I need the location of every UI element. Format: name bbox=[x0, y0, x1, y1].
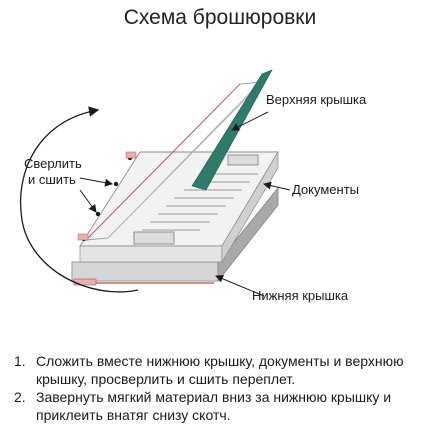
leader-top-cover bbox=[231, 111, 269, 131]
leader-documents bbox=[263, 181, 291, 191]
leader-drill-2 bbox=[79, 189, 97, 213]
step-item: 2. Завернуть мягкий материал вниз за ниж… bbox=[14, 388, 434, 424]
label-drill-line1: Сверлить bbox=[24, 156, 82, 171]
step-number: 1. bbox=[14, 353, 26, 369]
step-number: 2. bbox=[14, 389, 26, 405]
steps-list: 1. Сложить вместе нижнюю крышку, докумен… bbox=[14, 352, 434, 424]
step-text: Сложить вместе нижнюю крышку, документы … bbox=[36, 353, 404, 387]
binding-diagram: Верхняя крышка Документы Нижняя крышка С… bbox=[20, 69, 367, 303]
fold-arrow bbox=[20, 106, 139, 293]
leader-bottom-cover bbox=[215, 275, 265, 297]
label-drill-line2: и сшить bbox=[28, 172, 76, 187]
label-documents: Документы bbox=[292, 182, 359, 197]
step-item: 1. Сложить вместе нижнюю крышку, докумен… bbox=[14, 352, 434, 388]
document-stack bbox=[79, 150, 279, 264]
label-bottom-cover: Нижняя крышка bbox=[252, 288, 349, 303]
leader-drill-1 bbox=[79, 177, 113, 187]
page-title: Схема брошюровки bbox=[123, 6, 317, 29]
step-text: Завернуть мягкий материал вниз за нижнюю… bbox=[36, 389, 392, 423]
drill-holes bbox=[77, 151, 137, 242]
label-top-cover: Верхняя крышка bbox=[266, 92, 367, 107]
